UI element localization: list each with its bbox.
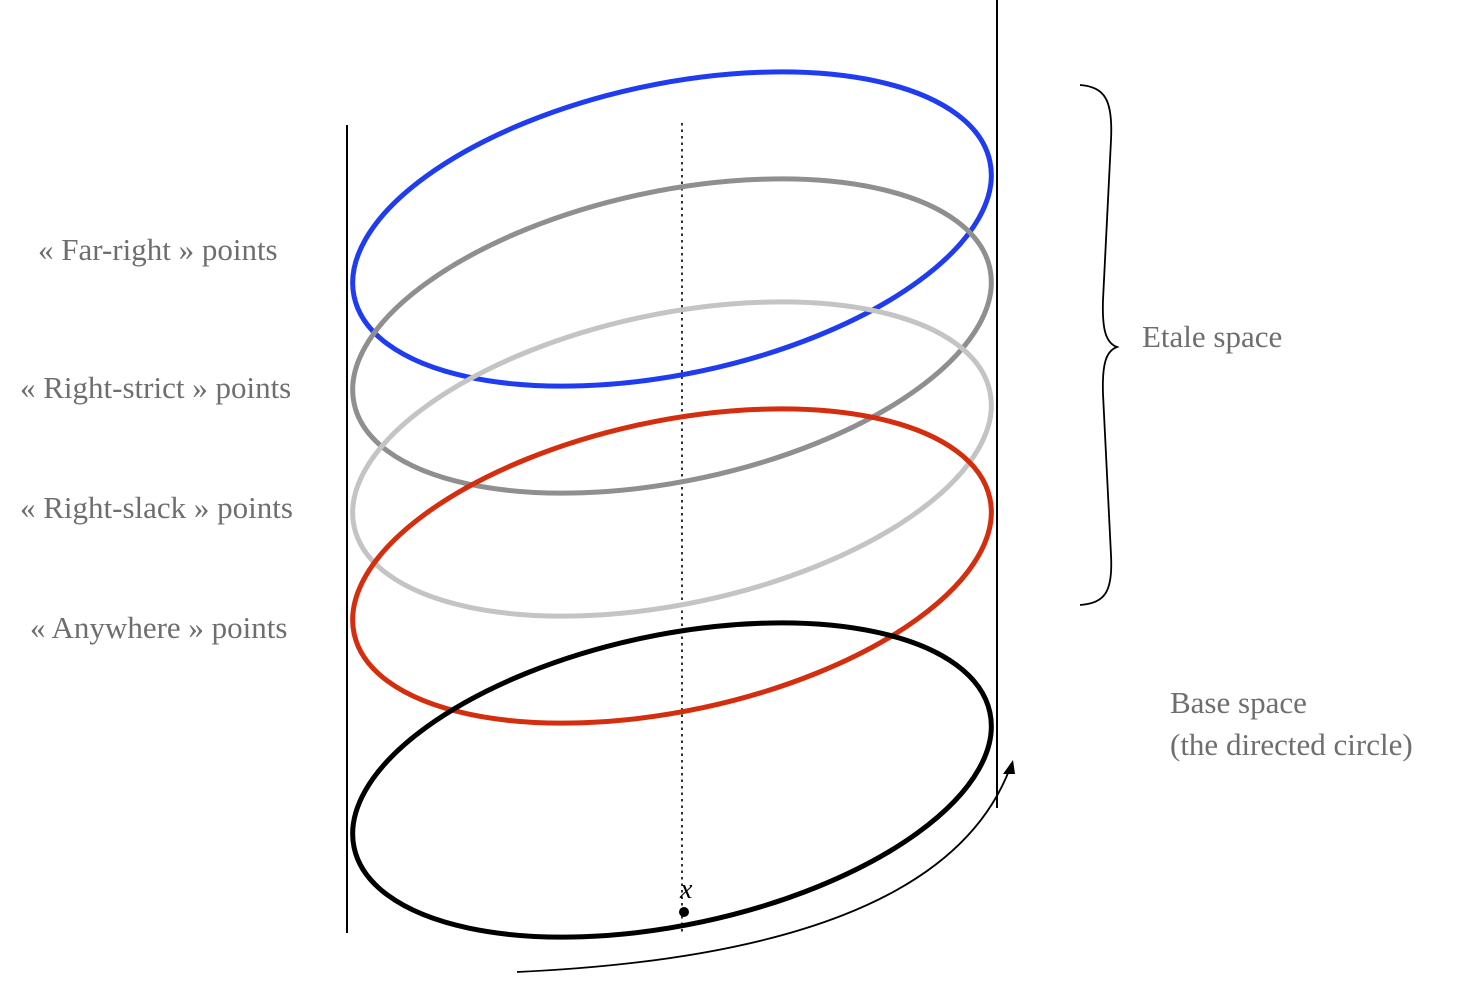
far-right-points-ring — [350, 69, 994, 389]
etale-space-label: Etale space — [1142, 319, 1282, 354]
point-x-marker — [679, 907, 689, 917]
right-strict-points-label: « Right-strict » points — [20, 370, 291, 405]
right-slack-points-label: « Right-slack » points — [20, 490, 293, 525]
point-x-label: x — [679, 874, 693, 905]
base-space-sublabel: (the directed circle) — [1170, 727, 1413, 762]
right-slack-points-ring — [350, 299, 994, 619]
anywhere-points-ring — [350, 406, 994, 726]
anywhere-points-label: « Anywhere » points — [30, 610, 287, 645]
etale-space-brace — [1079, 84, 1120, 606]
direction-arrow — [516, 767, 1011, 973]
base-space-label: Base space — [1170, 685, 1307, 720]
direction-arrowhead — [1003, 760, 1015, 774]
base-circle — [350, 620, 994, 940]
right-strict-points-ring — [350, 176, 994, 496]
far-right-points-label: « Far-right » points — [38, 232, 278, 267]
